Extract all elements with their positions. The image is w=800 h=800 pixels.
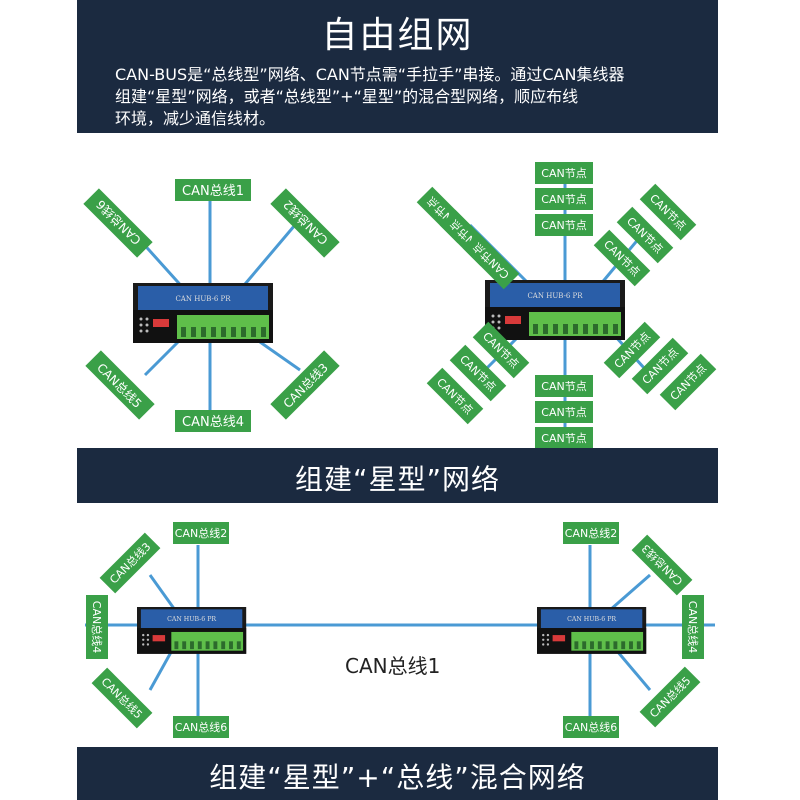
star-section-banner: 组建“星型”网络 <box>77 448 718 503</box>
left-bus6-box: CAN总线6 <box>83 188 153 258</box>
hyb-right-bus3: CAN总线3 <box>631 534 693 596</box>
left-bus5-box: CAN总线5 <box>85 350 155 420</box>
hyb-left-bus6: CAN总线6 <box>173 716 229 738</box>
svg-text:CAN总线4: CAN总线4 <box>90 601 104 653</box>
hybrid-section-banner: 组建“星型”+“总线”混合网络 <box>77 747 718 800</box>
svg-text:CAN总线1: CAN总线1 <box>182 184 244 199</box>
node-top-3: CAN节点 <box>535 214 593 236</box>
header-description: CAN-BUS是“总线型”网络、CAN节点需“手拉手”串接。通过CAN集线器 组… <box>115 64 696 130</box>
page-title: 自由组网 <box>321 15 474 56</box>
hybrid-right-hub: CAN HUB-6 PR <box>537 607 647 654</box>
svg-text:CAN总线3: CAN总线3 <box>639 542 686 589</box>
node-bottom-2: CAN节点 <box>535 401 593 423</box>
svg-text:CAN HUB-6 PR: CAN HUB-6 PR <box>167 616 216 623</box>
description-line-2: 组建“星型”网络，或者“总线型”+“星型”的混合型网络，顺应布线 <box>115 87 579 106</box>
hyb-left-bus4: CAN总线4 <box>86 595 108 659</box>
right-hub: CAN HUB-6 PR <box>485 280 625 340</box>
svg-text:CAN节点: CAN节点 <box>541 167 586 180</box>
hub-model-text: CAN HUB-6 PR <box>175 295 231 303</box>
svg-text:CAN节点: CAN节点 <box>541 219 586 232</box>
svg-text:CAN总线3: CAN总线3 <box>107 540 154 587</box>
left-bus3-box: CAN总线3 <box>270 350 340 420</box>
hyb-right-bus4: CAN总线4 <box>682 595 704 659</box>
svg-text:CAN总线4: CAN总线4 <box>182 415 244 430</box>
hyb-left-bus3: CAN总线3 <box>99 532 161 594</box>
node-bottom-3: CAN节点 <box>535 427 593 449</box>
hyb-left-bus5: CAN总线5 <box>91 667 153 729</box>
hybrid-section-title: 组建“星型”+“总线”混合网络 <box>209 761 586 794</box>
svg-text:CAN总线2: CAN总线2 <box>565 526 617 540</box>
svg-text:CAN总线5: CAN总线5 <box>99 675 146 722</box>
node-bottom-1: CAN节点 <box>535 375 593 397</box>
svg-text:CAN总线6: CAN总线6 <box>175 720 227 734</box>
svg-text:CAN总线4: CAN总线4 <box>686 601 700 653</box>
left-bus2-box: CAN总线2 <box>270 188 340 258</box>
hyb-right-bus6: CAN总线6 <box>563 716 619 738</box>
svg-text:CAN HUB-6 PR: CAN HUB-6 PR <box>527 292 583 300</box>
svg-text:CAN节点: CAN节点 <box>541 380 586 393</box>
svg-text:CAN总线5: CAN总线5 <box>94 361 144 411</box>
node-top-2: CAN节点 <box>535 188 593 210</box>
node-top-1: CAN节点 <box>535 162 593 184</box>
svg-text:CAN总线3: CAN总线3 <box>281 361 331 411</box>
header-banner: 自由组网 CAN-BUS是“总线型”网络、CAN节点需“手拉手”串接。通过CAN… <box>77 0 718 133</box>
description-line-3: 环境，减少通信线材。 <box>115 109 276 128</box>
node-br-1: CAN节点 <box>603 321 661 379</box>
svg-text:CAN HUB-6 PR: CAN HUB-6 PR <box>567 616 616 623</box>
left-hub: CAN HUB-6 PR <box>133 283 273 343</box>
svg-text:CAN总线2: CAN总线2 <box>175 526 227 540</box>
svg-text:CAN总线5: CAN总线5 <box>647 674 694 721</box>
left-bus1-box: CAN总线1 <box>175 179 251 201</box>
left-bus4-box: CAN总线4 <box>175 410 251 432</box>
star-section-title: 组建“星型”网络 <box>294 463 500 496</box>
svg-text:CAN总线2: CAN总线2 <box>281 197 331 247</box>
description-line-1: CAN-BUS是“总线型”网络、CAN节点需“手拉手”串接。通过CAN集线器 <box>115 65 625 84</box>
hyb-left-bus2: CAN总线2 <box>173 522 229 544</box>
svg-text:CAN节点: CAN节点 <box>541 406 586 419</box>
svg-text:CAN节点: CAN节点 <box>541 432 586 445</box>
hybrid-bus1-label: CAN总线1 <box>345 654 441 678</box>
hyb-right-bus5: CAN总线5 <box>639 666 701 728</box>
hyb-right-bus2: CAN总线2 <box>563 522 619 544</box>
svg-text:CAN节点: CAN节点 <box>541 193 586 206</box>
svg-text:CAN总线6: CAN总线6 <box>565 720 617 734</box>
hybrid-left-hub: CAN HUB-6 PR <box>137 607 247 654</box>
left-star-wires <box>138 200 301 410</box>
svg-text:CAN总线6: CAN总线6 <box>94 197 144 247</box>
